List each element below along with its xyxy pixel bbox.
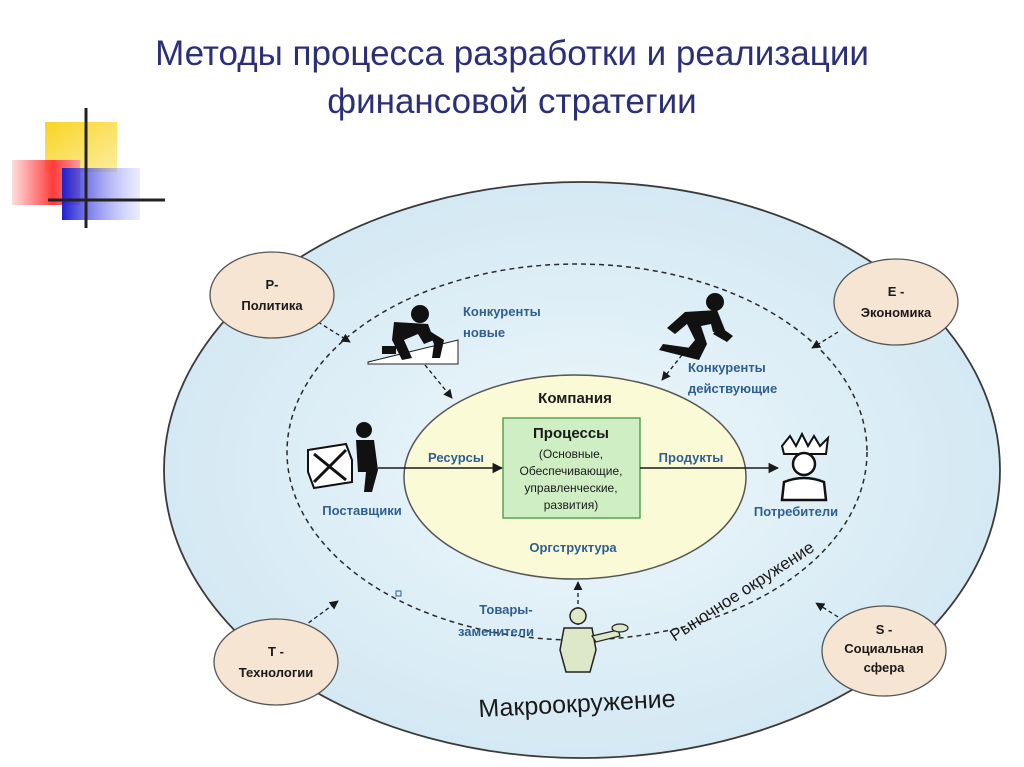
technology-arrow xyxy=(302,600,339,628)
politics-label: Политика xyxy=(241,298,303,313)
decorative-squares-logo xyxy=(12,108,165,228)
processes-line-4: развития) xyxy=(544,498,599,512)
consumer-icon xyxy=(780,431,830,502)
substitutes-label-1: Товары- xyxy=(479,602,533,617)
supplier-icon xyxy=(307,422,378,492)
current-competitors-label-2: действующие xyxy=(688,381,777,396)
new-competitor-icon xyxy=(367,305,459,365)
processes-line-2: Обеспечивающие, xyxy=(520,464,623,478)
current-competitor-icon xyxy=(659,293,733,360)
page-title: Методы процесса разработки и реализации … xyxy=(0,30,1024,126)
social-arrow xyxy=(815,602,839,618)
economy-letter: Е - xyxy=(888,284,905,299)
politics-node: Р- Политика xyxy=(209,251,335,339)
current-competitors-arrow xyxy=(661,354,683,381)
products-label: Продукты xyxy=(659,450,724,465)
new-competitors-label-1: Конкуренты xyxy=(463,304,541,319)
substitute-goods-icon xyxy=(559,607,629,673)
page-title-line-2: финансовой стратегии xyxy=(327,82,697,121)
org-structure-label: Оргструктура xyxy=(529,540,617,555)
suppliers-label: Поставщики xyxy=(322,503,401,518)
social-letter: S - xyxy=(876,622,893,637)
small-square-marker xyxy=(395,590,402,597)
politics-letter: Р- xyxy=(266,277,279,292)
resources-label: Ресурсы xyxy=(428,450,484,465)
social-label-2: сфера xyxy=(864,660,906,675)
consumers-label: Потребители xyxy=(754,504,838,519)
economy-arrow xyxy=(811,331,839,349)
economy-label: Экономика xyxy=(861,305,932,320)
technology-letter: Т - xyxy=(268,644,284,659)
page-title-line-1: Методы процесса разработки и реализации xyxy=(155,34,869,73)
processes-box xyxy=(502,417,641,519)
economy-node: Е - Экономика xyxy=(833,258,959,346)
social-label-1: Социальная xyxy=(844,641,923,656)
processes-line-3: управленческие, xyxy=(524,481,617,495)
current-competitors-label-1: Конкуренты xyxy=(688,360,766,375)
social-node: S - Социальная сфера xyxy=(821,605,947,697)
processes-line-1: (Основные, xyxy=(539,447,603,461)
technology-node: Т - Технологии xyxy=(213,618,339,706)
new-competitors-arrow xyxy=(424,364,453,399)
politics-arrow xyxy=(317,321,351,343)
deco-blue-square xyxy=(62,168,140,220)
substitutes-label-2: заменители xyxy=(458,624,534,639)
technology-label: Технологии xyxy=(239,665,313,680)
processes-title: Процессы xyxy=(533,425,609,442)
new-competitors-label-2: новые xyxy=(463,325,505,340)
company-label: Компания xyxy=(538,390,612,407)
